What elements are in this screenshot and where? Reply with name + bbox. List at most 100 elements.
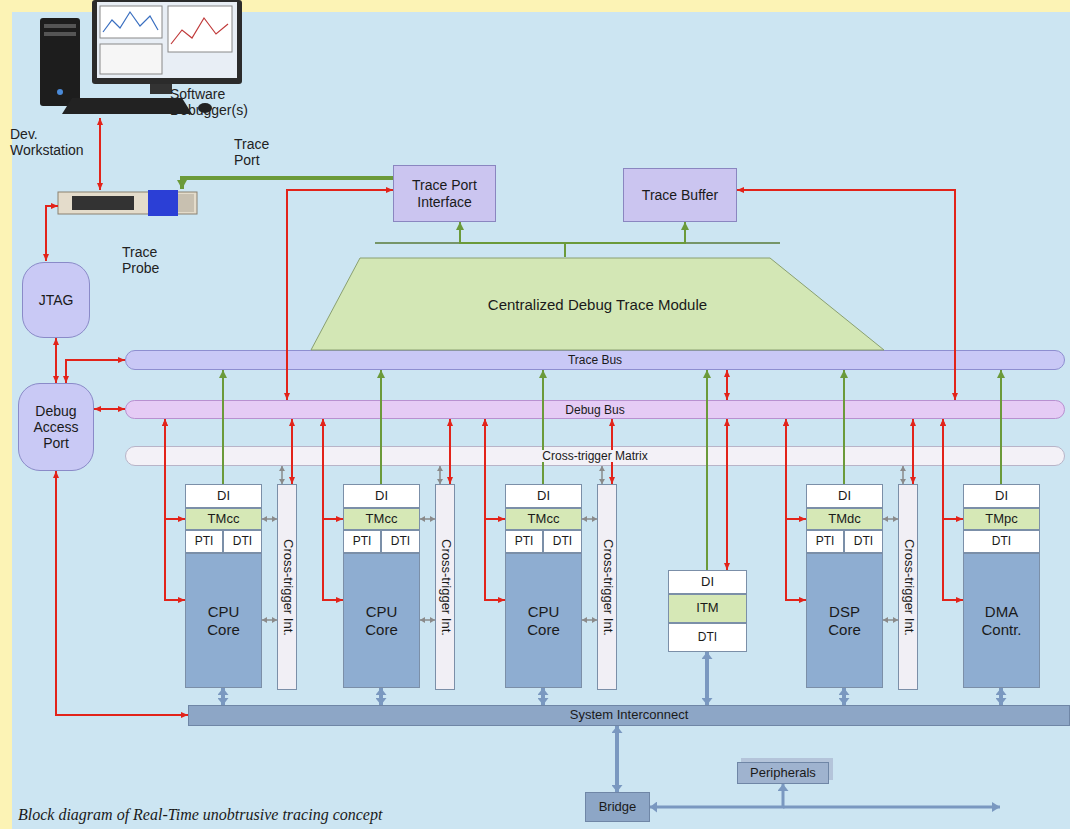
- node-label: DTI: [854, 535, 873, 549]
- peripheral-bus-line: [783, 806, 1000, 809]
- node-label: TMcc: [528, 512, 560, 527]
- node-label: DI: [701, 575, 714, 590]
- node-label: DI: [537, 489, 550, 504]
- connector: [786, 419, 806, 600]
- cross-trigger-interface: Cross-trigger Int.: [277, 484, 297, 690]
- pti-box: PTI: [343, 530, 381, 553]
- trace-module: Centralized Debug Trace Module: [310, 257, 885, 351]
- connector: [541, 688, 545, 705]
- connector: [943, 419, 963, 600]
- node-label: Cross-trigger Int.: [901, 539, 916, 636]
- connector: [883, 518, 898, 520]
- trace-macrocell: TMdc: [806, 508, 883, 530]
- connector: [323, 419, 343, 519]
- node-label: DI: [217, 489, 230, 504]
- node-label: DI: [375, 489, 388, 504]
- node-label: DTI: [233, 535, 252, 549]
- connector: [650, 784, 783, 807]
- cross-trigger-interface: Cross-trigger Int.: [597, 484, 617, 690]
- connector: [611, 419, 613, 484]
- label-text: Trace Probe: [122, 244, 159, 276]
- core-box: DSP Core: [806, 553, 883, 688]
- connector: [291, 419, 293, 484]
- free-label: Trace Probe: [122, 244, 172, 276]
- label-text: Trace Port: [234, 136, 269, 168]
- connector: [66, 360, 125, 383]
- connector: [943, 419, 963, 519]
- node-label: DMA Contr.: [976, 603, 1028, 638]
- connector: [56, 471, 188, 715]
- node-label: TMcc: [366, 512, 398, 527]
- debug-bus: Debug Bus: [125, 400, 1065, 419]
- node-label: DTI: [698, 631, 717, 645]
- core-box: CPU Core: [505, 553, 582, 688]
- di-box: DI: [505, 484, 582, 508]
- connector: [281, 466, 283, 484]
- connector: [726, 370, 728, 400]
- peripheral-box: Peripherals: [737, 762, 829, 784]
- trace-macrocell: TMpc: [963, 508, 1040, 530]
- connector: [737, 190, 955, 400]
- connector: [1000, 370, 1002, 484]
- connector: [420, 518, 435, 520]
- jtag-line: [46, 206, 58, 261]
- trace-split-line: [375, 242, 780, 244]
- core-box: CPU Core: [343, 553, 420, 688]
- node-label: Centralized Debug Trace Module: [488, 296, 707, 313]
- node-label: Peripherals: [750, 766, 816, 781]
- connector: [615, 726, 619, 792]
- node-label: JTAG: [39, 292, 74, 308]
- connector: [94, 408, 125, 410]
- node-label: Trace Port Interface: [394, 177, 495, 209]
- cross-trigger-interface: Cross-trigger Int.: [898, 484, 918, 690]
- di-box: DI: [806, 484, 883, 508]
- connector: [705, 652, 709, 705]
- caption: Block diagram of Real-Time unobtrusive t…: [18, 806, 382, 824]
- node-label: PTI: [816, 535, 835, 549]
- node-label: Trace Buffer: [642, 187, 718, 203]
- buffer-box: Trace Buffer: [623, 168, 737, 222]
- connector: [786, 419, 806, 519]
- free-label: Dev. Workstation: [10, 126, 90, 158]
- connector: [601, 466, 603, 484]
- node-label: Cross-trigger Matrix: [536, 450, 653, 462]
- connector: [221, 688, 225, 705]
- trace-macrocell: TMcc: [343, 508, 420, 530]
- dti-box: DTI: [381, 530, 420, 553]
- node-label: CPU Core: [356, 603, 408, 638]
- connector: [165, 419, 185, 519]
- connector: [165, 419, 185, 600]
- node-label: Debug Access Port: [19, 403, 93, 451]
- caption-text: Block diagram of Real-Time unobtrusive t…: [18, 806, 382, 823]
- core-box: DMA Contr.: [963, 553, 1040, 688]
- di-box: DI: [668, 570, 747, 594]
- node-label: Cross-trigger Int.: [600, 539, 615, 636]
- connector: [287, 190, 393, 400]
- connector: [379, 688, 383, 705]
- panel: [12, 12, 1070, 829]
- itm-box: ITM: [668, 594, 747, 623]
- connector: [912, 419, 914, 484]
- label-text: Software Debugger(s): [170, 86, 248, 118]
- node-label: DI: [838, 489, 851, 504]
- connector: [449, 419, 451, 484]
- connector: [999, 688, 1003, 705]
- connector: [726, 419, 728, 570]
- trace-port-line: [182, 178, 397, 189]
- node-label: PTI: [353, 535, 372, 549]
- dti-box: DTI: [543, 530, 582, 553]
- di-box: DI: [963, 484, 1040, 508]
- node-label: PTI: [195, 535, 214, 549]
- interface-box: Trace Port Interface: [393, 165, 496, 222]
- access-port: Debug Access Port: [18, 383, 94, 471]
- connector: [883, 619, 898, 621]
- node-label: CPU Core: [198, 603, 250, 638]
- node-label: ITM: [696, 601, 718, 616]
- trace-probe-illustration: [58, 190, 197, 216]
- connector: [565, 222, 685, 257]
- di-box: DI: [343, 484, 420, 508]
- node-label: Trace Bus: [562, 354, 628, 366]
- node-label: TMdc: [828, 512, 861, 527]
- node-label: PTI: [515, 535, 534, 549]
